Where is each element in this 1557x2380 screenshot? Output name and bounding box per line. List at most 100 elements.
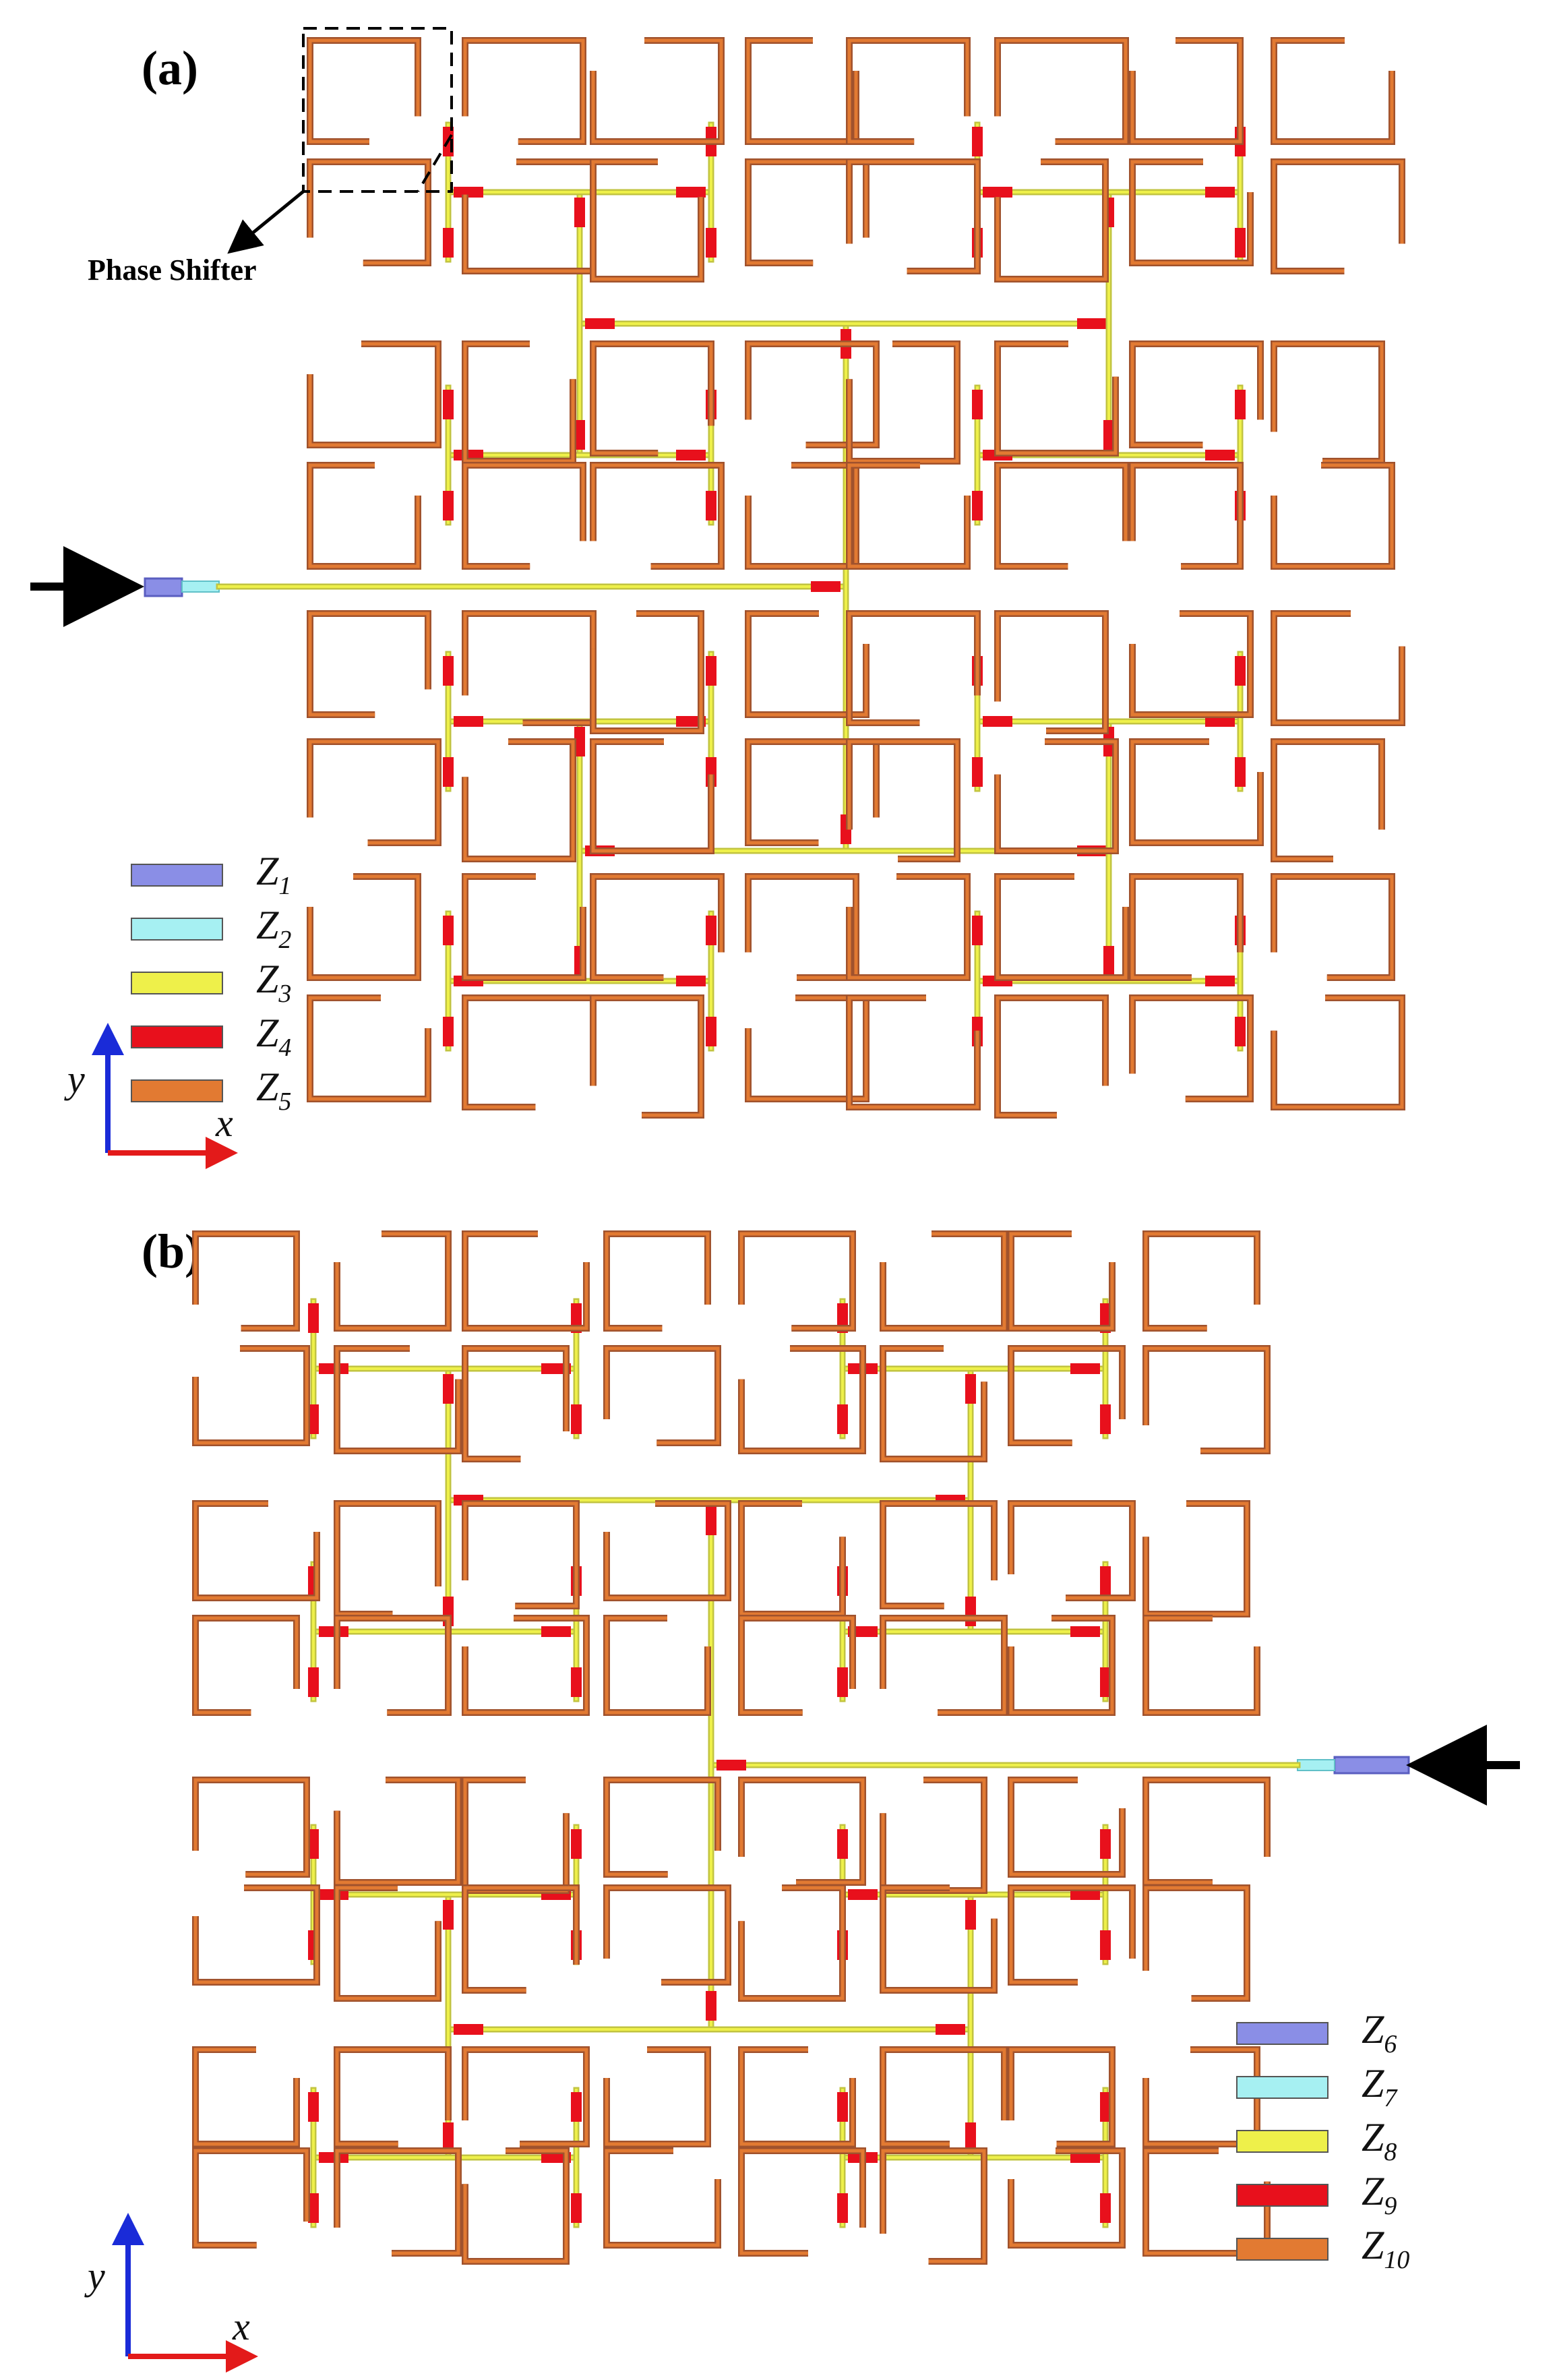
legend-label: Z8	[1362, 2115, 1397, 2166]
patch-element	[590, 610, 704, 734]
legend-swatch	[131, 972, 223, 994]
patch-element-inner	[746, 342, 878, 447]
transformer-section	[308, 1829, 319, 1859]
patch-element	[738, 1500, 846, 1617]
patch-element-inner	[1130, 612, 1252, 717]
patch-element	[590, 158, 704, 282]
patch-element	[1271, 873, 1395, 981]
patch-element	[1271, 610, 1405, 726]
patch-element	[1142, 1615, 1260, 1716]
patch-element-inner	[881, 2149, 986, 2263]
patch-element	[603, 2147, 721, 2249]
transformer-section	[574, 198, 585, 227]
patch-element	[846, 462, 971, 570]
transformer-section	[571, 2193, 582, 2223]
patch-element-inner	[463, 38, 585, 144]
legend-swatch	[1236, 2076, 1329, 2099]
transformer-section	[443, 1017, 454, 1046]
patch-element-inner	[335, 2048, 450, 2146]
panel-a-axes: y x	[64, 1023, 238, 1169]
patch-element	[1129, 610, 1254, 718]
transformer-section	[983, 716, 1012, 727]
legend-label: Z9	[1362, 2169, 1397, 2220]
transformer-section	[706, 656, 716, 686]
patch-element-inner	[1144, 2149, 1269, 2255]
patch-element	[334, 2147, 462, 2257]
patch-element	[1271, 994, 1405, 1110]
patch-element	[462, 1230, 590, 1332]
patch-element-inner	[746, 463, 858, 568]
patch-element-inner	[591, 160, 703, 281]
patch-element-inner	[605, 2149, 720, 2247]
patch-element	[745, 37, 859, 145]
patch-element-inner	[746, 740, 878, 845]
legend-subscript: 1	[278, 872, 291, 900]
transformer-section	[443, 390, 454, 419]
transformer-section	[541, 1626, 571, 1637]
transformer-section	[706, 491, 716, 520]
patch-element	[1008, 1884, 1136, 1986]
patch-element-inner	[463, 1232, 588, 1330]
transformer-section	[1235, 656, 1246, 686]
legend-subscript: 10	[1384, 2246, 1409, 2274]
patch-element-inner	[881, 1778, 986, 1893]
transformer-section	[676, 187, 706, 198]
patch-element	[462, 994, 597, 1110]
transformer-section	[1100, 1829, 1111, 1859]
patch-element	[994, 340, 1119, 456]
patch-element	[1142, 1230, 1260, 1332]
patch-element	[334, 1230, 452, 1332]
transformer-section	[443, 2122, 454, 2152]
patch-element	[1142, 1500, 1250, 1617]
patch-element-inner	[335, 1616, 450, 1715]
patch-element-inner	[1130, 463, 1242, 568]
patch-element	[590, 738, 714, 854]
patch-element	[307, 37, 421, 145]
transformer-section	[706, 228, 716, 258]
patch-element	[738, 1615, 856, 1716]
patch-element	[307, 873, 421, 981]
port-z2	[181, 581, 220, 593]
patch-element-inner	[1130, 160, 1252, 265]
transformer-section	[1205, 450, 1235, 460]
patch-element	[462, 462, 586, 570]
patch-element-inner	[996, 740, 1118, 853]
patch-element-inner	[591, 996, 703, 1117]
patch-element-inner	[463, 612, 595, 725]
patch-element-inner	[463, 463, 585, 568]
legend-swatch	[131, 1079, 223, 1102]
patch-element	[462, 37, 586, 145]
patch-element	[745, 340, 880, 448]
patch-element-inner	[308, 38, 420, 144]
legend-label: Z2	[256, 903, 291, 954]
transformer-section	[706, 1991, 716, 2021]
patch-element	[590, 462, 725, 570]
legend-label: Z10	[1362, 2223, 1409, 2274]
patch-element	[1008, 2046, 1116, 2147]
patch-element	[1129, 994, 1254, 1102]
patch-element-inner	[847, 874, 969, 980]
patch-element-inner	[1009, 1616, 1114, 1715]
phase-shifter-label: Phase Shifter	[88, 254, 257, 287]
panel-b-label: (b)	[142, 1224, 201, 1278]
legend-label: Z1	[256, 849, 291, 900]
transformer-section	[848, 1889, 878, 1900]
patch-element	[462, 340, 576, 465]
patch-element-inner	[881, 1501, 996, 1608]
legend-label: Z4	[256, 1011, 291, 1062]
legend-swatch	[1236, 2130, 1329, 2153]
patch-element-inner	[739, 2149, 865, 2255]
patch-element-inner	[1272, 740, 1384, 861]
legend-label: Z5	[256, 1065, 291, 1116]
transformer-section	[1235, 1017, 1246, 1046]
panel-b-axes: y x	[84, 2213, 258, 2373]
patch-element-inner	[308, 740, 440, 845]
transformer-section	[574, 727, 585, 756]
patch-element-inner	[1009, 1501, 1134, 1600]
patch-element-inner	[739, 1616, 855, 1715]
transformer-section	[443, 757, 454, 787]
patch-element	[590, 994, 704, 1119]
patch-element	[590, 37, 725, 145]
panel-b-patches	[192, 1230, 1271, 2265]
legend-swatch	[131, 1025, 223, 1048]
